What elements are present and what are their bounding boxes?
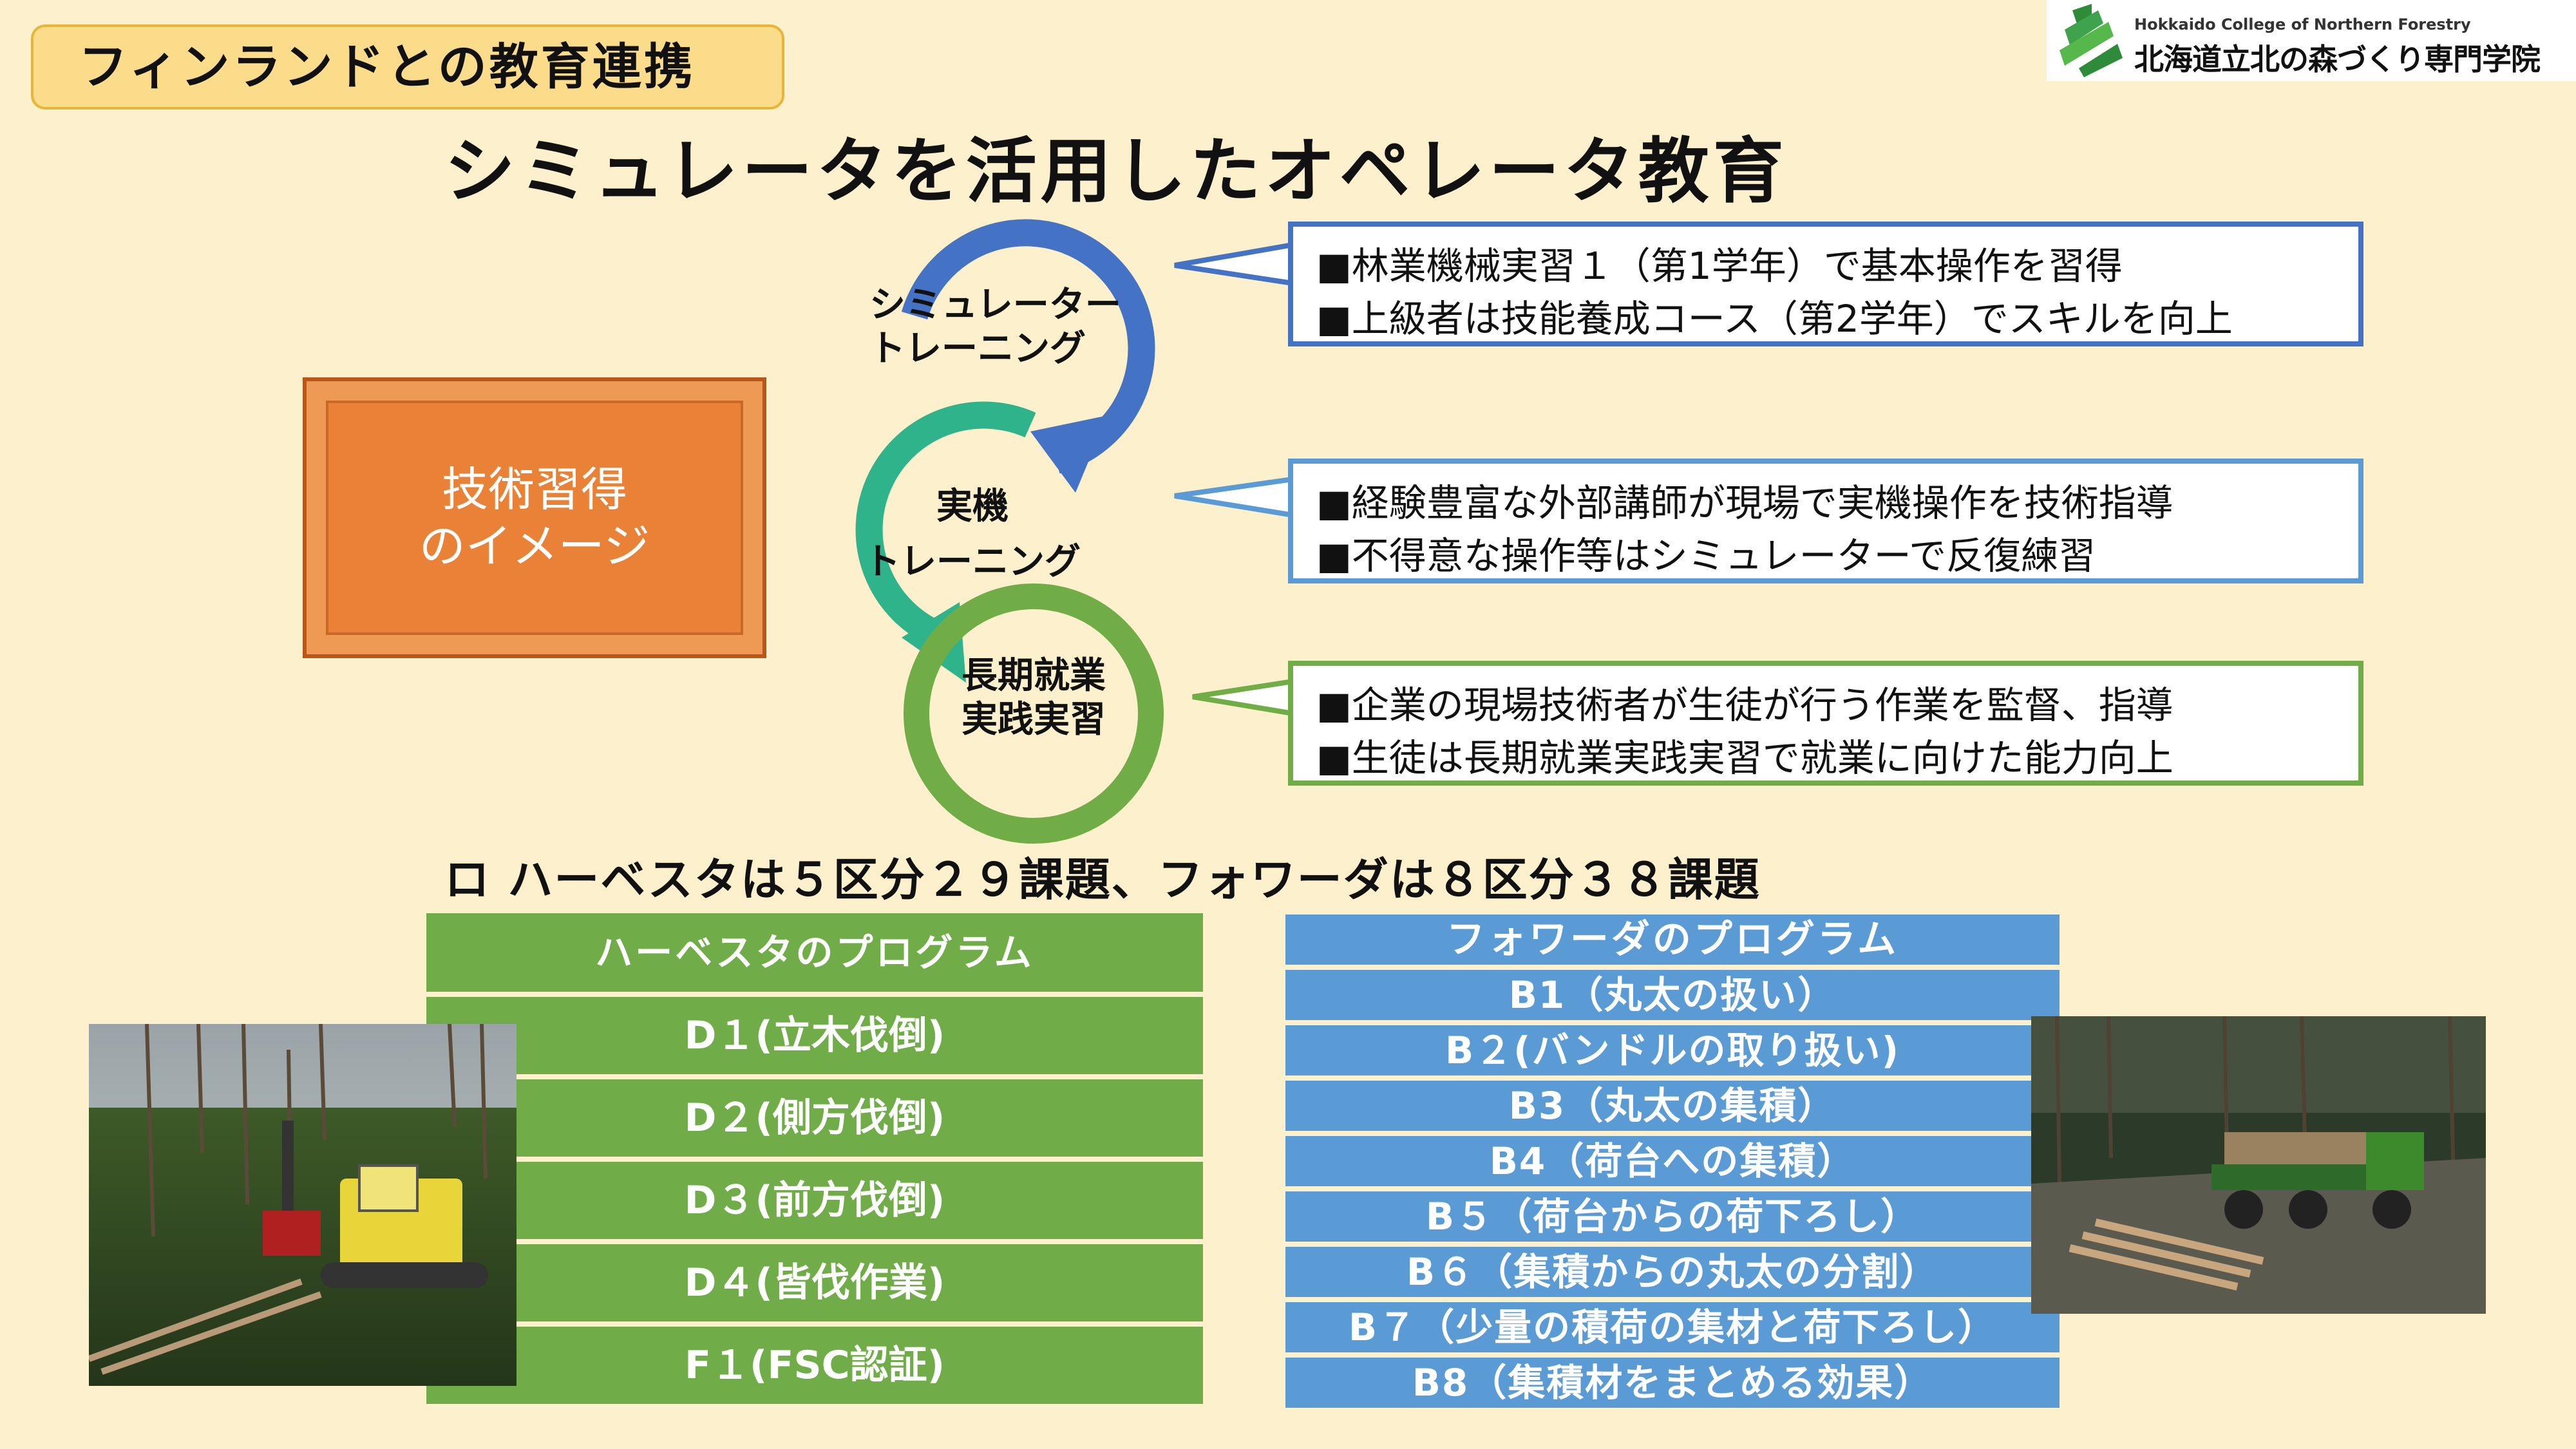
harvester-program-row: D４(皆伐作業) [426, 1244, 1203, 1321]
forwarder-simulator-image [2031, 1016, 2486, 1314]
skill-image-line2: のイメージ [419, 519, 650, 573]
callout-simulator: ■林業機械実習１（第1学年）で基本操作を習得 ■上級者は技能養成コース（第2学年… [1288, 222, 2363, 346]
forwarder-program-row: B５（荷台からの荷下ろし） [1285, 1191, 2060, 1242]
page-title: シミュレータを活用したオペレータ教育 [444, 130, 1788, 213]
forwarder-program-header: フォワーダのプログラム [1285, 914, 2060, 965]
forwarder-program-row: B3（丸太の集積） [1285, 1081, 2060, 1131]
logo-english-name: Hokkaido College of Northern Forestry [2134, 15, 2471, 33]
simulator-label-line1: シミュレーター [869, 284, 1121, 326]
simulator-arrowhead-icon [1030, 415, 1108, 493]
forwarder-program-row: B７（少量の積荷の集材と荷下ろし） [1285, 1302, 2060, 1352]
real-label-line1: 実機 [936, 486, 1009, 527]
callout-simulator-line2: ■上級者は技能養成コース（第2学年）でスキルを向上 [1316, 297, 2233, 341]
harvester-program-header: ハーベスタのプログラム [426, 913, 1203, 992]
callout-job-practice: ■企業の現場技術者が生徒が行う作業を監督、指導 ■生徒は長期就業実践実習で就業に… [1288, 661, 2363, 786]
logo-japanese-name: 北海道立北の森づくり専門学院 [2134, 42, 2541, 77]
job-training-ring [904, 583, 1164, 844]
forwarder-program-row: B4（荷台への集積） [1285, 1136, 2060, 1186]
real-label-line2: トレーニング [864, 541, 1081, 583]
callout-simulator-line1: ■林業機械実習１（第1学年）で基本操作を習得 [1316, 244, 2123, 288]
forwarder-program-row: B1（丸太の扱い） [1285, 970, 2060, 1020]
forwarder-program-row: B２(バンドルの取り扱い) [1285, 1025, 2060, 1075]
callout-real-machine: ■経験豊富な外部講師が現場で実機操作を技術指導 ■不得意な操作等はシミュレーター… [1288, 459, 2363, 583]
college-logo: Hokkaido College of Northern Forestry 北海… [2047, 0, 2576, 81]
harvester-program-row: D２(側方伐倒) [426, 1079, 1203, 1157]
harvester-program-row: D３(前方伐倒) [426, 1162, 1203, 1239]
callout-real-line2: ■不得意な操作等はシミュレーターで反復練習 [1316, 534, 2096, 578]
simulator-training-label: シミュレーター トレーニング [869, 283, 1121, 371]
callout-job-line2: ■生徒は長期就業実践実習で就業に向けた能力向上 [1316, 736, 2174, 780]
simulator-cycle-arrow [901, 219, 1155, 474]
harvester-simulator-image [89, 1024, 516, 1386]
program-summary: ロ ハーベスタは５区分２９課題、フォワーダは８区分３８課題 [444, 853, 1761, 906]
harvester-program-row: F１(FSC認証) [426, 1327, 1203, 1404]
forwarder-program-row: B8（集積材をまとめる効果） [1285, 1358, 2060, 1408]
leaf-logo-icon [2060, 4, 2123, 77]
job-label-line2: 実践実習 [961, 699, 1106, 741]
callout-job-line1: ■企業の現場技術者が生徒が行う作業を監督、指導 [1316, 683, 2174, 727]
training-cycle-diagram [855, 219, 1164, 844]
real-machine-cycle-arrow [855, 401, 1036, 647]
real-machine-training-label: 実機 トレーニング [863, 479, 1082, 590]
skill-image-box: 技術習得 のイメージ [303, 377, 766, 658]
job-practice-label: 長期就業 実践実習 [943, 654, 1124, 742]
harvester-program-row: D１(立木伐倒) [426, 997, 1203, 1074]
skill-image-line1: 技術習得 [441, 462, 627, 516]
simulator-label-line2: トレーニング [869, 328, 1086, 370]
forwarder-program-row: B６（集積からの丸太の分割） [1285, 1247, 2060, 1297]
section-tag: フィンランドとの教育連携 [31, 24, 784, 109]
callout-real-line1: ■経験豊富な外部講師が現場で実機操作を技術指導 [1316, 481, 2174, 525]
job-label-line1: 長期就業 [961, 655, 1106, 697]
